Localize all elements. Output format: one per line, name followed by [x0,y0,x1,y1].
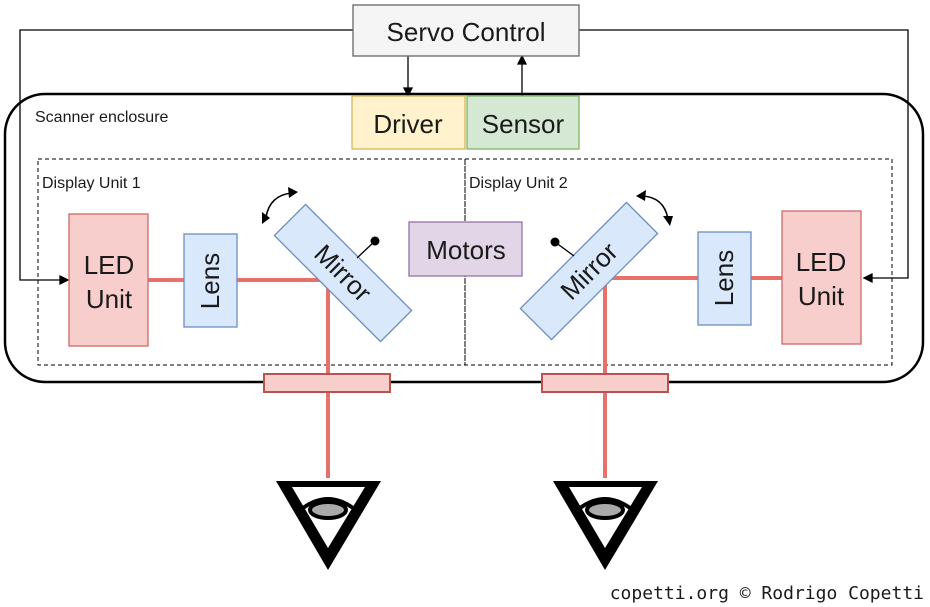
right-signal-line [579,29,909,279]
servo-control-label: Servo Control [387,17,546,47]
mirror-2-pivot [550,237,560,247]
mirror-1: Mirror [273,203,413,343]
plate-1 [263,373,391,393]
servo-connectors [19,29,909,286]
lens-2-label: Lens [709,250,739,306]
display-unit-1-frame [37,158,466,366]
sensor-box [466,95,580,150]
credit-text: copetti.org © Rodrigo Copetti [610,583,924,604]
led-unit-2 [781,210,862,345]
led-unit-1 [68,213,149,347]
eye-right-icon [553,481,658,570]
lens-1-label: Lens [195,253,225,309]
sensor-label: Sensor [482,109,565,139]
sensor-arrowhead [516,54,528,65]
lens-2 [697,231,752,326]
led-unit-2-line2: Unit [798,281,845,311]
servo-control-box [352,4,580,57]
enclosure-label: Scanner enclosure [35,109,169,126]
mirror-1-body [273,203,413,343]
light-beams [148,276,784,478]
right-arrowhead [862,272,873,284]
lens-1 [183,233,238,328]
plate-2 [541,373,669,393]
eye-left-icon [276,481,381,570]
driver-box [351,95,466,150]
display-unit-2-label: Display Unit 2 [469,175,568,192]
motors-box [408,221,523,277]
driver-label: Driver [373,109,443,139]
mirror-1-pivot [370,236,380,246]
rotation-arrow-2 [636,190,673,226]
led-unit-2-line1: LED [796,247,847,277]
driver-arrowhead [402,87,414,98]
mirror-2: Mirror [519,201,659,341]
rotation-arrow-1 [262,187,298,224]
led-unit-1-line1: LED [84,250,135,280]
scanner-enclosure [3,92,925,384]
left-signal-line [19,29,353,281]
motors-label: Motors [426,235,505,265]
left-arrowhead [59,274,70,286]
display-unit-1-label: Display Unit 1 [42,175,141,192]
led-unit-1-line2: Unit [86,284,133,314]
